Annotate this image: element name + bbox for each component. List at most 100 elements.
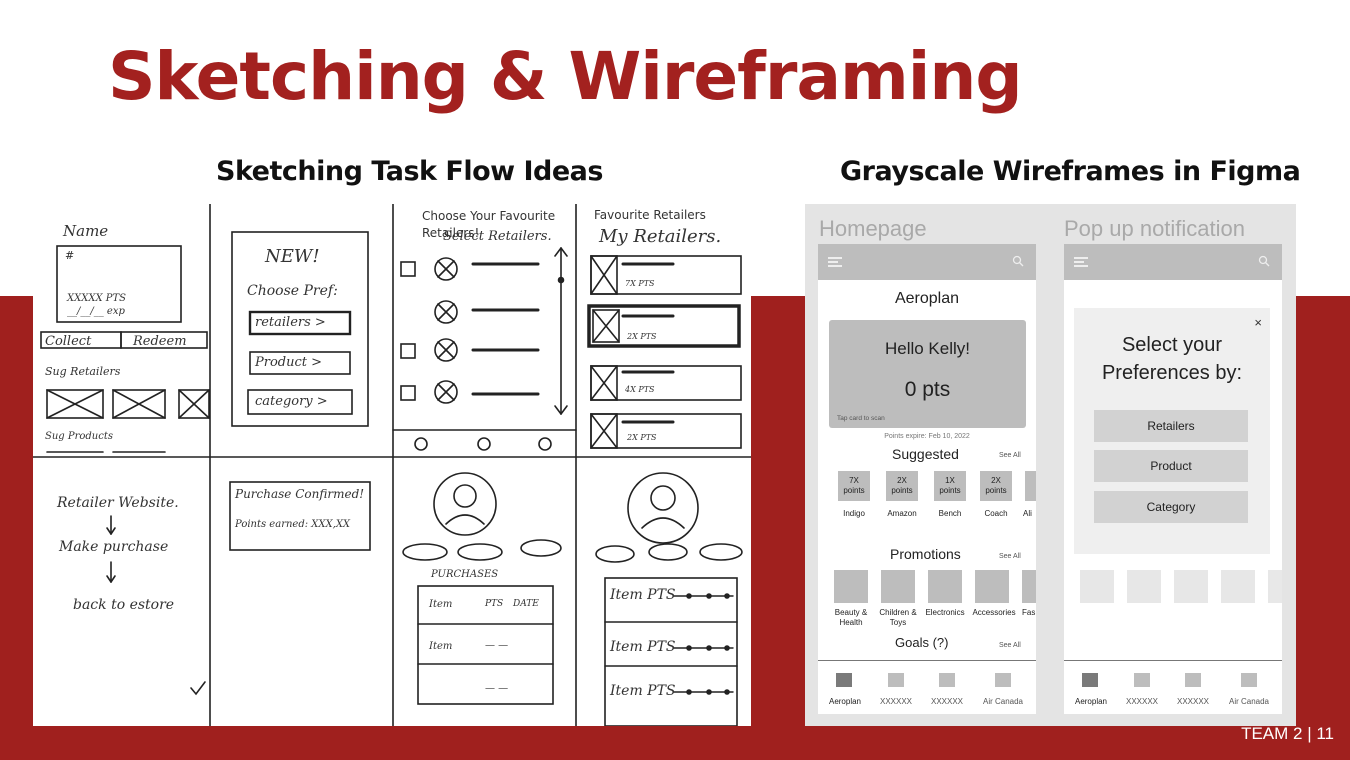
promo-label-electronics: Electronics xyxy=(925,608,965,617)
sketch-hist-2: Item PTS xyxy=(610,639,676,655)
sketch-select-retailers: Select Retailers. xyxy=(443,229,552,244)
nav-placeholder-label[interactable]: XXXXXX xyxy=(930,697,963,706)
sketch-pts-7: 7X PTS xyxy=(625,279,655,288)
nav-placeholder-icon[interactable] xyxy=(939,673,955,687)
category-option-button[interactable]: Category xyxy=(1094,491,1248,523)
points-card[interactable]: Hello Kelly! 0 pts Tap card to scan xyxy=(829,320,1026,428)
faded-tile xyxy=(1268,570,1282,603)
sketch-col-date: DATE xyxy=(513,599,539,609)
sketch-panel: Name # XXXXX PTS __/__/__ exp Collect Re… xyxy=(33,204,751,726)
nav-air-canada-label[interactable]: Air Canada xyxy=(1228,697,1270,706)
promo-tile-children[interactable] xyxy=(881,570,915,603)
sketch-tab-collect: Collect xyxy=(45,334,92,349)
nav-aeroplan-label[interactable]: Aeroplan xyxy=(828,697,862,706)
nav-placeholder-label[interactable]: XXXXXX xyxy=(1125,697,1158,706)
tile-label-coach: Coach xyxy=(984,509,1008,518)
homepage-title: Homepage xyxy=(819,216,927,241)
promo-tile-beauty[interactable] xyxy=(834,570,868,603)
tile-multiplier: 7X xyxy=(849,476,859,485)
nav-placeholder-icon[interactable] xyxy=(888,673,904,687)
sketch-hist-1: Item PTS xyxy=(610,587,676,603)
nav-aeroplan-label[interactable]: Aeroplan xyxy=(1074,697,1108,706)
preferences-modal: × Select your Preferences by: Retailers … xyxy=(1074,308,1270,554)
tile-multiplier: 1X xyxy=(945,476,955,485)
sketch-pts-2b: 2X PTS xyxy=(627,433,657,442)
nav-air-canada-icon[interactable] xyxy=(1241,673,1257,687)
sketch-flow-retailer: Retailer Website. xyxy=(57,495,179,511)
menu-icon[interactable] xyxy=(828,257,842,267)
sketch-row-dash-2: — — xyxy=(485,683,509,694)
tile-label-bench: Bench xyxy=(938,509,962,518)
sketch-choose-pref: Choose Pref: xyxy=(247,283,338,299)
sketch-my-retailers: My Retailers. xyxy=(599,226,722,247)
promotions-see-all[interactable]: See All xyxy=(999,553,1021,560)
tile-label-amazon: Amazon xyxy=(887,509,917,518)
popup-phone: × Select your Preferences by: Retailers … xyxy=(1064,244,1282,714)
popup-bottom-nav: Aeroplan XXXXXX XXXXXX Air Canada xyxy=(1064,660,1282,714)
slide-footer: TEAM 2 | 11 xyxy=(1241,724,1334,743)
tile-points: points xyxy=(891,485,913,495)
popup-appbar xyxy=(1064,244,1282,280)
nav-placeholder-label[interactable]: XXXXXX xyxy=(879,697,912,706)
brand-name: Aeroplan xyxy=(894,290,960,307)
modal-heading-line2: Preferences by: xyxy=(1101,362,1243,384)
sketch-choose-fav: Choose Your Favourite Retailers! xyxy=(422,209,556,240)
sketch-row-dash-1: — — xyxy=(485,640,509,651)
sketch-fav-retailers: Favourite Retailers xyxy=(594,208,706,222)
greeting: Hello Kelly! xyxy=(884,339,971,358)
sketch-col-pts: PTS xyxy=(485,599,504,609)
sketch-card-pts: XXXXX PTS xyxy=(67,293,127,304)
nav-air-canada-label[interactable]: Air Canada xyxy=(982,697,1024,706)
sketch-row-item: Item xyxy=(429,641,453,652)
sketch-points-earned: Points earned: XXX,XX xyxy=(235,519,351,530)
faded-tile xyxy=(1127,570,1161,603)
retailers-option-button[interactable]: Retailers xyxy=(1094,410,1248,442)
nav-placeholder-label[interactable]: XXXXXX xyxy=(1176,697,1209,706)
suggested-heading: Suggested xyxy=(892,446,959,462)
points-expiry: Points expire: Feb 10, 2022 xyxy=(884,433,970,440)
sketch-retailers-btn: retailers > xyxy=(255,315,326,330)
promo-tile-fashion[interactable] xyxy=(1022,570,1036,603)
suggested-tile-ali[interactable] xyxy=(1025,471,1036,501)
sketch-product-btn: Product > xyxy=(255,355,323,370)
homepage-bottom-nav: Aeroplan XXXXXX XXXXXX Air Canada xyxy=(818,660,1036,714)
menu-icon[interactable] xyxy=(1074,257,1088,267)
sketch-pts-4: 4X PTS xyxy=(625,385,655,394)
tile-points: points xyxy=(939,485,961,495)
goals-see-all[interactable]: See All xyxy=(999,642,1021,649)
nav-aeroplan-icon[interactable] xyxy=(1082,673,1098,687)
points-balance: 0 pts xyxy=(904,378,951,401)
tile-label-indigo: Indigo xyxy=(843,509,865,518)
nav-air-canada-icon[interactable] xyxy=(995,673,1011,687)
sketch-purchases-heading: PURCHASES xyxy=(431,569,499,580)
tile-multiplier: 2X xyxy=(991,476,1001,485)
sketch-purchase-confirmed: Purchase Confirmed! xyxy=(235,487,365,501)
tile-points: points xyxy=(985,485,1007,495)
close-icon[interactable]: × xyxy=(1254,315,1262,330)
tile-points: points xyxy=(843,485,865,495)
goals-heading: Goals (?) xyxy=(895,635,949,650)
nav-aeroplan-icon[interactable] xyxy=(836,673,852,687)
promo-label-children: Children & Toys xyxy=(879,608,917,627)
wireframe-heading: Grayscale Wireframes in Figma xyxy=(840,156,1301,187)
sketch-sug-retailers: Sug Retailers xyxy=(45,365,121,378)
search-icon[interactable] xyxy=(1258,255,1270,267)
promotions-heading: Promotions xyxy=(890,546,961,562)
suggested-see-all[interactable]: See All xyxy=(999,452,1021,459)
promo-tile-accessories[interactable] xyxy=(975,570,1009,603)
nav-placeholder-icon[interactable] xyxy=(1134,673,1150,687)
homepage-phone: Aeroplan Hello Kelly! 0 pts Tap card to … xyxy=(818,244,1036,714)
faded-tile xyxy=(1080,570,1114,603)
search-icon[interactable] xyxy=(1012,255,1024,267)
nav-placeholder-icon[interactable] xyxy=(1185,673,1201,687)
tap-card-hint: Tap card to scan xyxy=(837,415,885,422)
wireframe-panel: Homepage Pop up notification Aeroplan He… xyxy=(805,204,1296,726)
product-option-button[interactable]: Product xyxy=(1094,450,1248,482)
slide-title: Sketching & Wireframing xyxy=(108,38,1023,115)
promo-tile-electronics[interactable] xyxy=(928,570,962,603)
sketch-heading: Sketching Task Flow Ideas xyxy=(216,156,603,187)
